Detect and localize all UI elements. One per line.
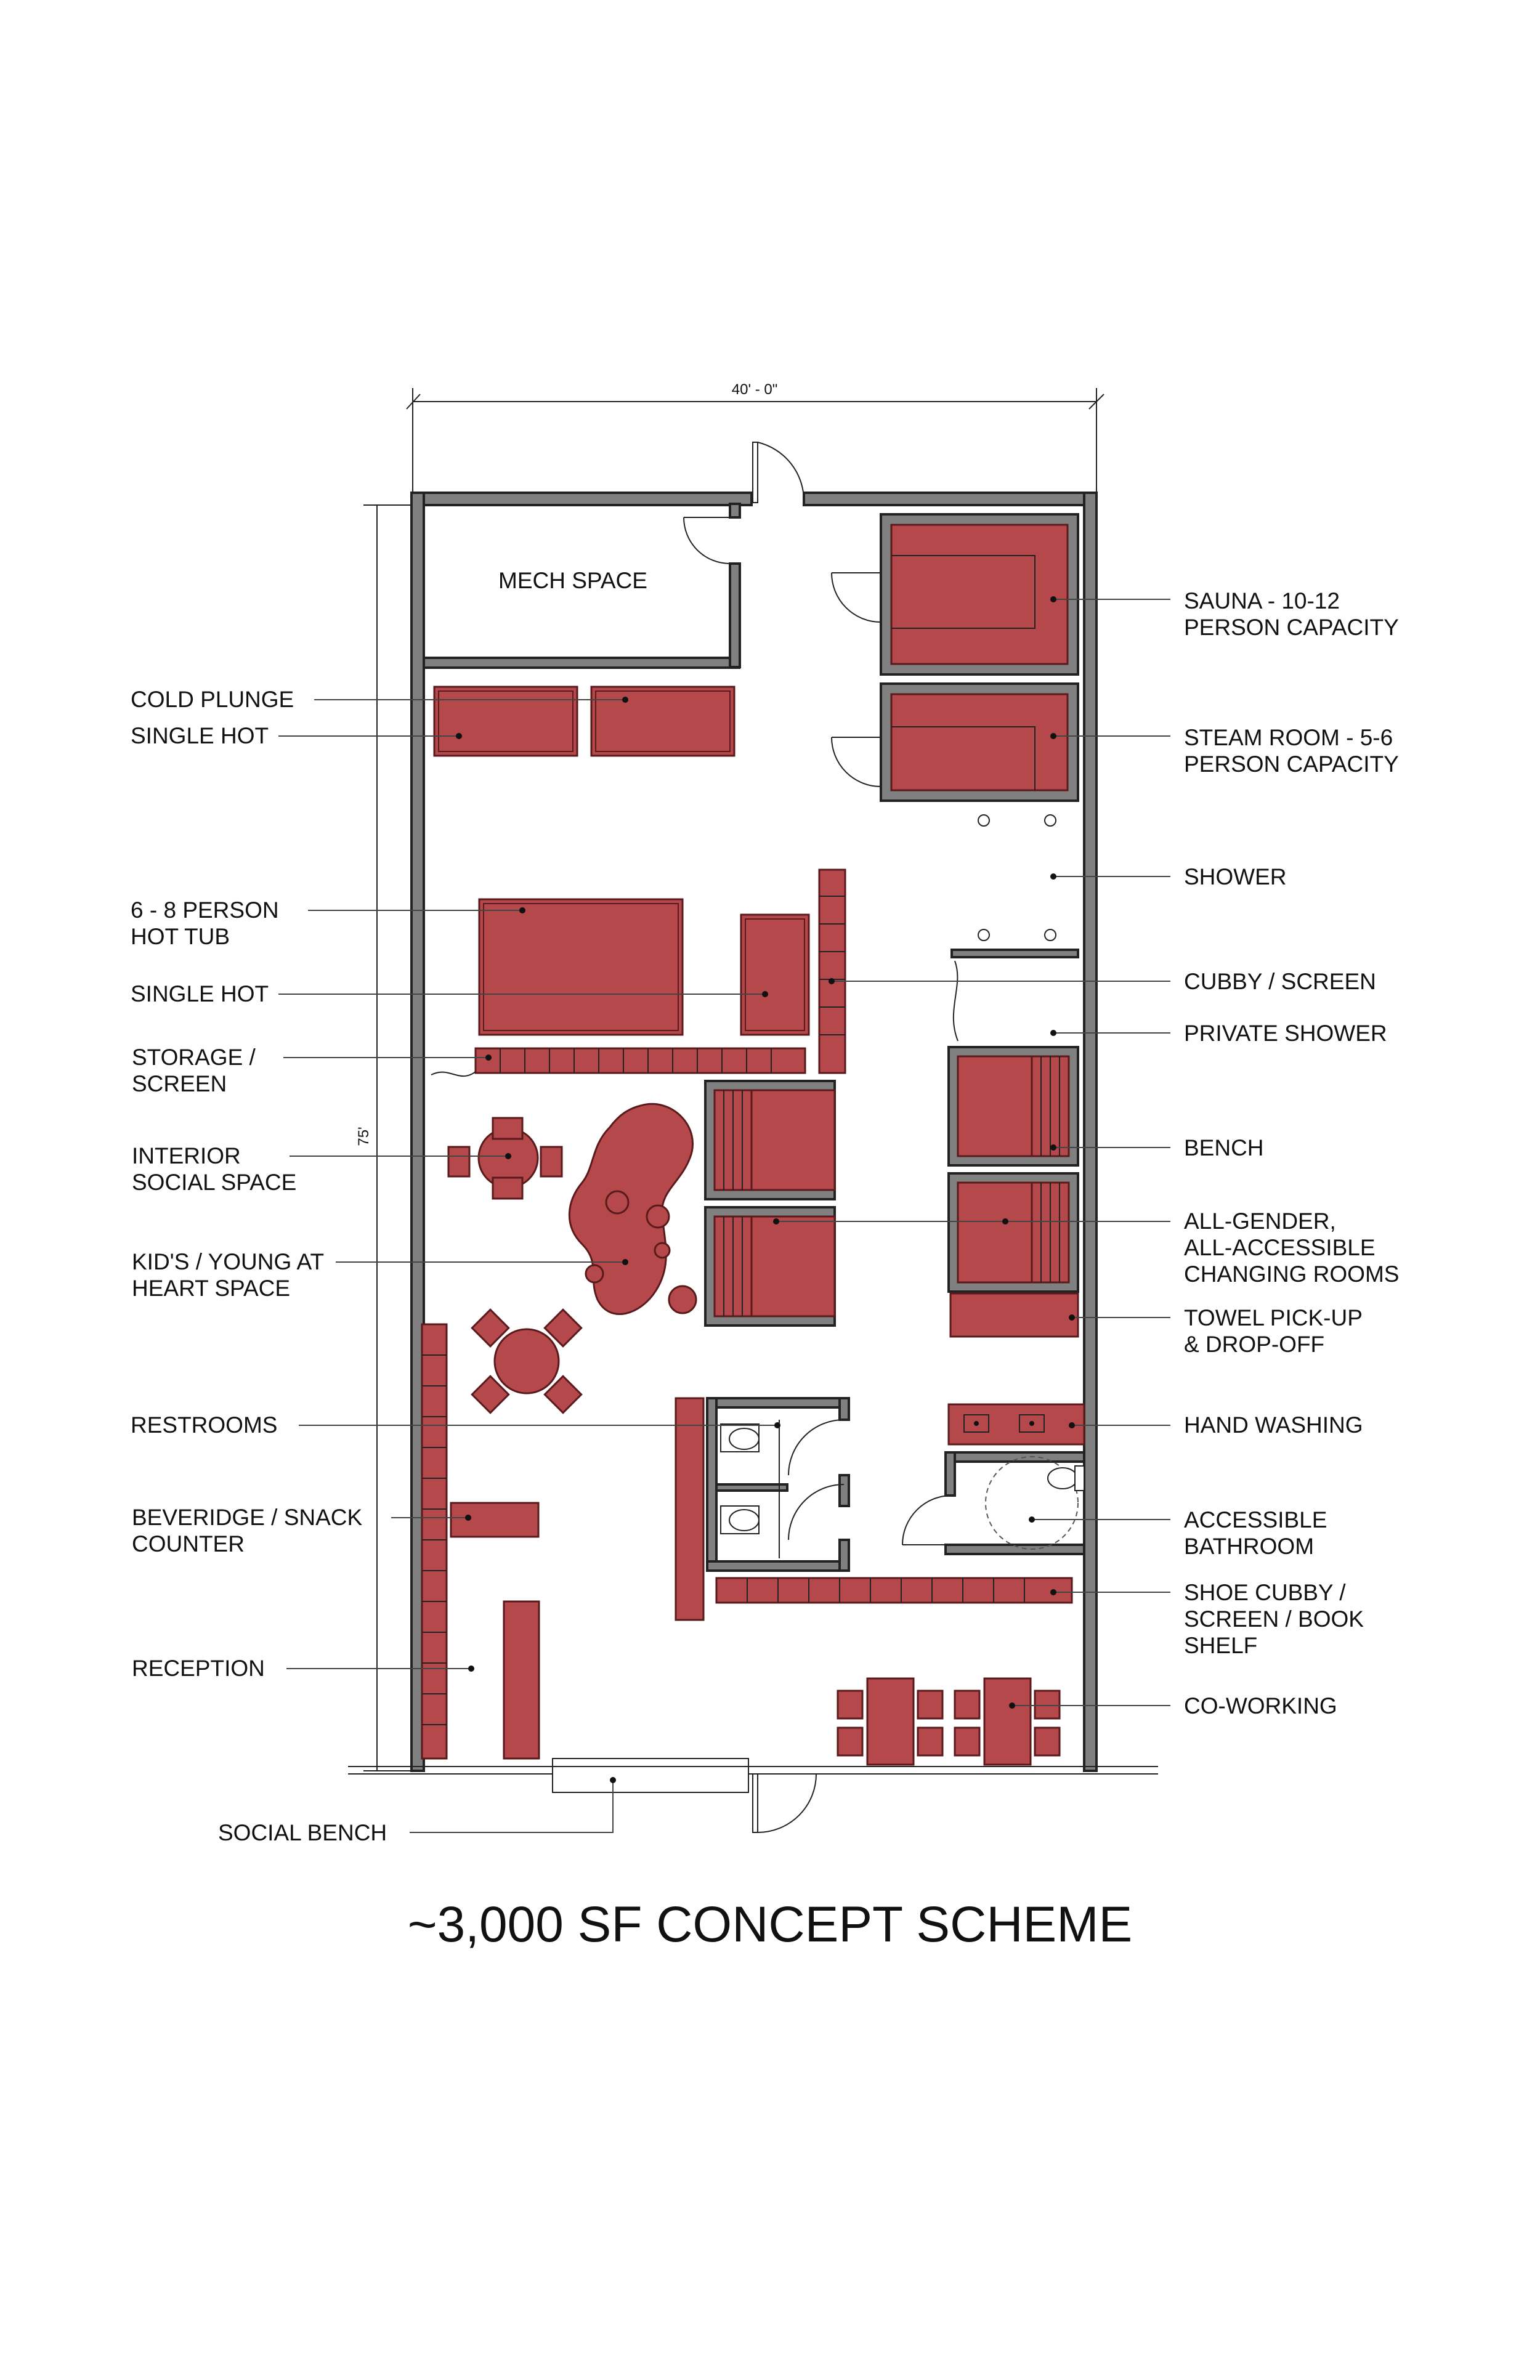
label-changing-rooms: ALL-GENDER, ALL-ACCESSIBLE CHANGING ROOM… bbox=[1184, 1208, 1399, 1287]
social-table-1 bbox=[447, 1117, 563, 1200]
label-shoe-cubby: SHOE CUBBY / SCREEN / BOOK SHELF bbox=[1184, 1580, 1370, 1658]
co-working-tables bbox=[837, 1677, 1061, 1766]
label-interior-social-space: INTERIOR SOCIAL SPACE bbox=[132, 1143, 296, 1195]
reception-desk bbox=[503, 1600, 540, 1760]
height-dimension-label: 75' bbox=[355, 1127, 372, 1146]
changing-rooms-center bbox=[704, 1080, 836, 1327]
social-bench bbox=[552, 1758, 749, 1793]
label-social-bench: SOCIAL BENCH bbox=[218, 1820, 387, 1845]
storage-screen bbox=[431, 1047, 806, 1077]
width-dimension: 40' - 0" bbox=[406, 381, 1104, 493]
cold-plunge-tub bbox=[590, 686, 736, 757]
entry-door-top bbox=[752, 442, 805, 503]
label-cold-plunge: COLD PLUNGE bbox=[131, 687, 294, 712]
height-dimension: 75' bbox=[355, 504, 413, 1771]
label-towel: TOWEL PICK-UP & DROP-OFF bbox=[1184, 1305, 1369, 1357]
steam-room bbox=[831, 682, 1079, 802]
sauna bbox=[831, 513, 1079, 676]
width-dimension-label: 40' - 0" bbox=[732, 381, 777, 398]
label-single-hot-1: SINGLE HOT bbox=[131, 723, 269, 748]
hot-tub bbox=[478, 898, 684, 1036]
changing-rooms-right bbox=[947, 1046, 1079, 1293]
accessible-bathroom bbox=[902, 1451, 1085, 1555]
plan-title: ~3,000 SF CONCEPT SCHEME bbox=[408, 1896, 1132, 1953]
leader-lines-right bbox=[773, 596, 1170, 1709]
label-shower: SHOWER bbox=[1184, 864, 1287, 889]
label-steam-room: STEAM ROOM - 5-6 PERSON CAPACITY bbox=[1184, 725, 1399, 777]
label-single-hot-2: SINGLE HOT bbox=[131, 981, 269, 1006]
label-cubby-screen: CUBBY / SCREEN bbox=[1184, 969, 1376, 994]
leader-lines-left bbox=[278, 697, 780, 1833]
towel-counter bbox=[949, 1292, 1079, 1338]
label-hand-washing: HAND WASHING bbox=[1184, 1412, 1363, 1438]
kids-play-area bbox=[568, 1103, 697, 1315]
label-accessible-bathroom: ACCESSIBLE BATHROOM bbox=[1184, 1507, 1334, 1559]
mech-space-label: MECH SPACE bbox=[498, 568, 647, 593]
label-bench: BENCH bbox=[1184, 1135, 1264, 1160]
single-hot-tub-2 bbox=[740, 913, 810, 1036]
label-reception: RECEPTION bbox=[132, 1656, 265, 1681]
shower-heads bbox=[950, 814, 1079, 1042]
restrooms bbox=[675, 1397, 850, 1621]
social-table-2 bbox=[471, 1308, 583, 1414]
label-storage-screen: STORAGE / SCREEN bbox=[132, 1045, 262, 1096]
entry-door-bottom bbox=[752, 1773, 817, 1833]
hand-washing-counter bbox=[947, 1403, 1085, 1446]
label-restrooms: RESTROOMS bbox=[131, 1412, 277, 1438]
label-kids-space: KID'S / YOUNG AT HEART SPACE bbox=[132, 1249, 330, 1301]
single-hot-tub-1 bbox=[433, 686, 578, 757]
label-beverage-counter: BEVERIDGE / SNACK COUNTER bbox=[132, 1505, 369, 1556]
shoe-cubby bbox=[715, 1577, 1073, 1604]
label-sauna: SAUNA - 10-12 PERSON CAPACITY bbox=[1184, 588, 1399, 640]
label-co-working: CO-WORKING bbox=[1184, 1693, 1337, 1718]
mech-space: MECH SPACE bbox=[423, 503, 741, 669]
cubby-screen bbox=[818, 868, 846, 1074]
beverage-counter bbox=[421, 1323, 540, 1760]
label-hot-tub: 6 - 8 PERSON HOT TUB bbox=[131, 897, 285, 949]
label-private-shower: PRIVATE SHOWER bbox=[1184, 1021, 1387, 1046]
